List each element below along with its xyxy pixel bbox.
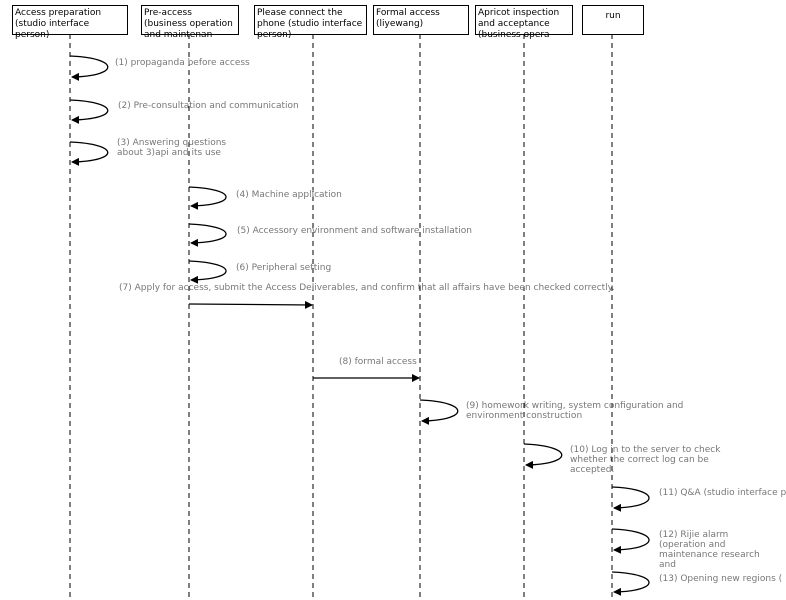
self-arrow-m12 <box>611 528 650 554</box>
self-arrow-m1 <box>69 55 109 81</box>
message-label-m1: (1) propaganda before access <box>115 58 250 68</box>
message-label-m8: (8) formal access <box>339 357 417 367</box>
arrow-m7 <box>188 300 313 309</box>
self-arrow-m5 <box>188 223 227 247</box>
message-label-m13: (13) Opening new regions ( <box>659 574 783 584</box>
message-label-m5: (5) Accessory environment and software i… <box>237 226 472 236</box>
participant-p2: Pre-access (business operation and maint… <box>141 5 239 40</box>
participant-label: Formal access (liyewang) <box>376 8 440 29</box>
participant-label: Apricot inspection and acceptance (busin… <box>478 8 560 40</box>
message-label-m10: (10) Log in to the server to check wheth… <box>570 445 721 475</box>
participant-p3: Please connect the phone (studio interfa… <box>254 5 367 40</box>
self-arrow-m3 <box>69 141 109 166</box>
self-arrow-m11 <box>611 486 650 512</box>
self-arrow-m10 <box>523 443 563 469</box>
self-arrow-m9 <box>419 399 459 425</box>
participant-label: run <box>605 11 621 21</box>
participant-p5: Apricot inspection and acceptance (busin… <box>475 5 573 40</box>
participant-label: Please connect the phone (studio interfa… <box>257 8 363 40</box>
participant-p6: run <box>582 5 644 35</box>
message-label-m3: (3) Answering questions about 3)api and … <box>117 138 227 158</box>
self-arrow-m6 <box>188 260 227 284</box>
message-label-m12: (12) Rijie alarm (operation and maintena… <box>659 530 760 570</box>
self-arrow-m4 <box>188 186 227 210</box>
message-label-m9: (9) homework writing, system configurati… <box>466 401 684 421</box>
participant-p1: Access preparation (studio interface per… <box>12 5 128 40</box>
message-label-m4: (4) Machine application <box>236 190 342 200</box>
self-arrow-m2 <box>69 99 109 124</box>
participant-label: Access preparation (studio interface per… <box>15 8 102 40</box>
message-label-m11: (11) Q&A (studio interface p <box>659 488 786 498</box>
participant-p4: Formal access (liyewang) <box>373 5 469 35</box>
self-arrow-m13 <box>611 571 650 596</box>
message-label-m2: (2) Pre-consultation and communication <box>118 101 299 111</box>
message-label-m6: (6) Peripheral setting <box>236 263 332 273</box>
message-label-m7: (7) Apply for access, submit the Access … <box>119 283 615 293</box>
participant-label: Pre-access (business operation and maint… <box>144 8 233 40</box>
